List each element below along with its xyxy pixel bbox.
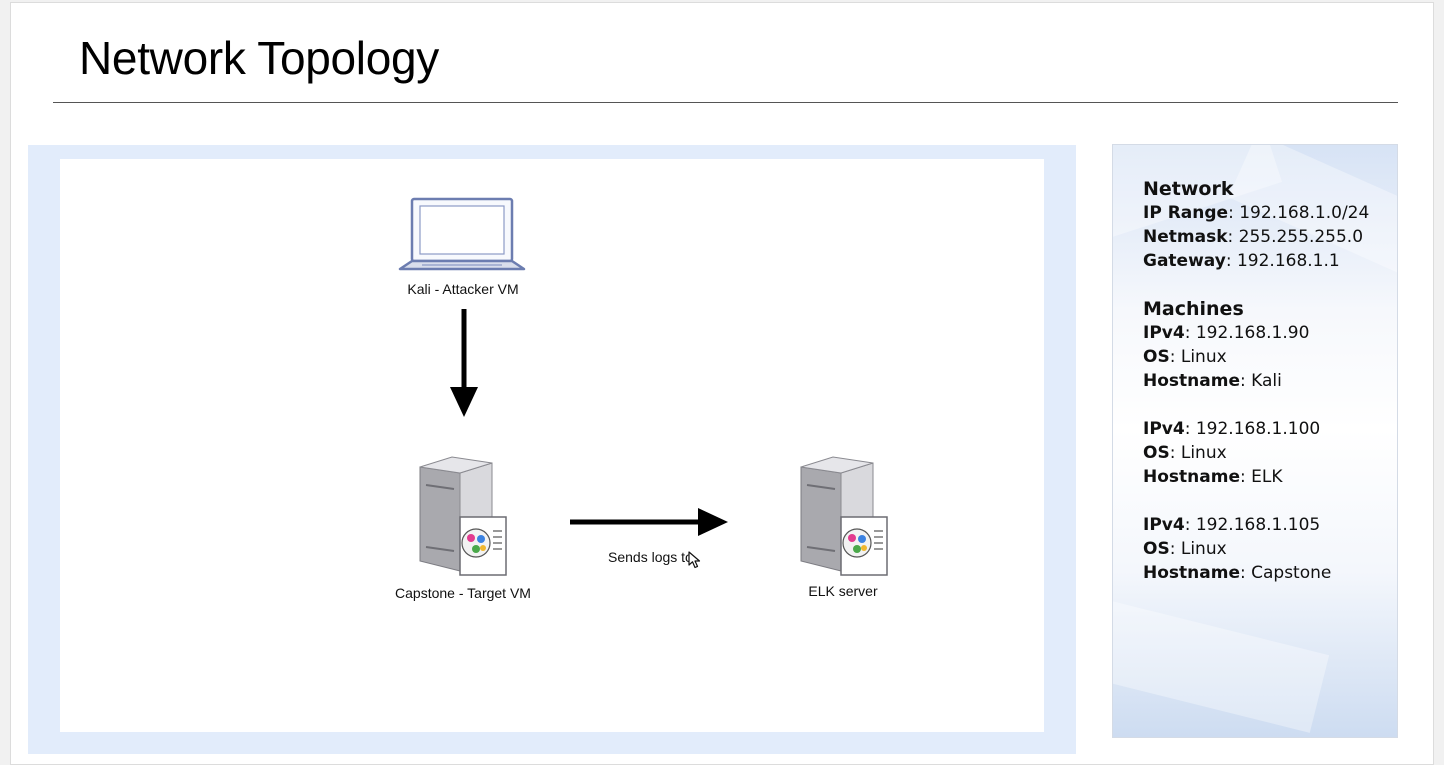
arrow-attacker-to-target (450, 309, 478, 417)
elk-node (797, 455, 891, 581)
ipv4-key: IPv4 (1143, 419, 1185, 439)
machine-entry: IPv4: 192.168.1.105 OS: Linux Hostname: … (1143, 515, 1332, 583)
machines-heading: Machines (1143, 298, 1244, 320)
target-label: Capstone - Target VM (395, 585, 531, 601)
network-heading: Network (1143, 178, 1234, 200)
ipv4-key: IPv4 (1143, 515, 1185, 535)
title-divider (53, 102, 1398, 103)
attacker-label: Kali - Attacker VM (407, 281, 519, 297)
hostname-value: ELK (1251, 467, 1283, 487)
hostname-value: Capstone (1251, 563, 1332, 583)
machine-entry: IPv4: 192.168.1.100 OS: Linux Hostname: … (1143, 419, 1321, 487)
gateway-value: 192.168.1.1 (1236, 251, 1340, 271)
ipv4-value: 192.168.1.105 (1195, 515, 1321, 535)
ip-range-row: IP Range: 192.168.1.0/24 (1143, 203, 1370, 223)
os-value: Linux (1180, 347, 1227, 367)
slide: Network Topology Kali - Attacker VM (10, 2, 1434, 765)
server-icon (419, 456, 507, 576)
os-value: Linux (1180, 539, 1227, 559)
network-info-panel: Network IP Range: 192.168.1.0/24 Netmask… (1112, 144, 1398, 738)
arrow-target-to-elk (570, 508, 728, 536)
ipv4-value: 192.168.1.100 (1195, 419, 1321, 439)
diagram-canvas: Kali - Attacker VM (60, 159, 1044, 732)
edge-label-sends-logs: Sends logs to (608, 549, 693, 565)
hostname-key: Hostname (1143, 467, 1240, 487)
elk-label: ELK server (808, 583, 878, 599)
page-title: Network Topology (79, 32, 439, 84)
mouse-cursor-icon (688, 551, 701, 569)
hostname-key: Hostname (1143, 563, 1240, 583)
diagram-frame: Kali - Attacker VM (28, 145, 1076, 754)
gateway-key: Gateway (1143, 251, 1226, 271)
netmask-row: Netmask: 255.255.255.0 (1143, 227, 1364, 247)
info-content: Network IP Range: 192.168.1.0/24 Netmask… (1143, 177, 1369, 609)
server-icon (800, 456, 888, 576)
os-key: OS (1143, 539, 1170, 559)
laptop-icon (398, 197, 526, 271)
target-node (416, 455, 510, 581)
os-key: OS (1143, 347, 1170, 367)
os-value: Linux (1180, 443, 1227, 463)
attacker-node (398, 197, 526, 273)
ip-range-value: 192.168.1.0/24 (1239, 203, 1370, 223)
ipv4-value: 192.168.1.90 (1195, 323, 1310, 343)
hostname-key: Hostname (1143, 371, 1240, 391)
hostname-value: Kali (1251, 371, 1282, 391)
netmask-key: Netmask (1143, 227, 1228, 247)
os-key: OS (1143, 443, 1170, 463)
netmask-value: 255.255.255.0 (1238, 227, 1364, 247)
gateway-row: Gateway: 192.168.1.1 (1143, 251, 1340, 271)
ipv4-key: IPv4 (1143, 323, 1185, 343)
machine-entry: IPv4: 192.168.1.90 OS: Linux Hostname: K… (1143, 323, 1310, 391)
ip-range-key: IP Range (1143, 203, 1229, 223)
